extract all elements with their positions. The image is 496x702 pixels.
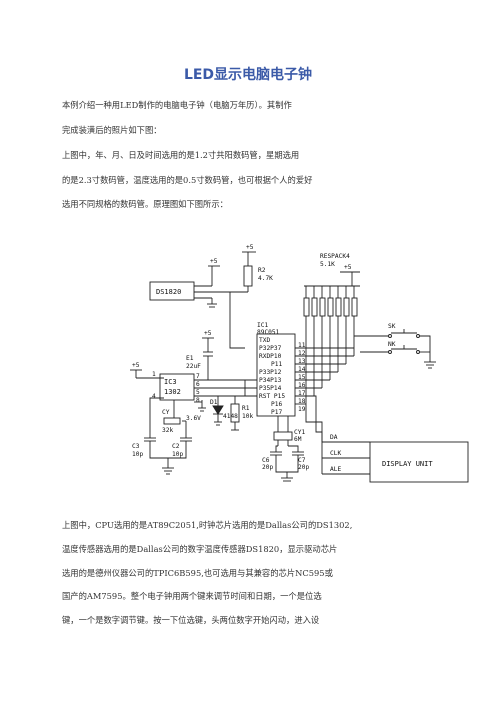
pin-number: 15 bbox=[298, 374, 306, 381]
pin-number: 18 bbox=[298, 398, 306, 405]
vcc-label: +5 bbox=[210, 258, 218, 265]
sk-label: SK bbox=[388, 323, 396, 330]
ic1-pin: RST P15 bbox=[259, 393, 285, 400]
ic1-pin: P33P12 bbox=[259, 369, 282, 376]
c7-label: C7 bbox=[298, 457, 306, 464]
c3-value: 10p bbox=[132, 451, 143, 458]
text-line: 温度传感器选用的是Dallas公司的数字温度传感器DS1820，显示驱动芯片 bbox=[62, 543, 338, 554]
crystal-32k bbox=[163, 417, 181, 425]
ds1820-box bbox=[149, 281, 195, 301]
schematic-svg: DS1820 +5 +5 R2 4.7K RESPACK4 5.1K +5 bbox=[130, 244, 469, 483]
ic3-chip bbox=[159, 373, 195, 401]
pin-number: 14 bbox=[298, 366, 306, 373]
pin-number: 19 bbox=[298, 406, 306, 413]
ic1-chip bbox=[256, 333, 296, 417]
text-line: 完成装潢后的照片如下图： bbox=[62, 124, 162, 135]
r2-value: 4.7K bbox=[258, 275, 273, 282]
ic3-pin: 5 bbox=[196, 389, 200, 396]
vcc-label-ic3: +5 bbox=[132, 362, 140, 369]
ic1-pin: P16 bbox=[271, 401, 282, 408]
ic1-pin: RXDP10 bbox=[259, 353, 282, 360]
text-line: 本例介绍一种用LED制作的电脑电子钟（电脑万年历）。其制作 bbox=[62, 100, 292, 110]
ic1-pin: P11 bbox=[271, 361, 282, 368]
c7-value: 20p bbox=[298, 464, 309, 471]
crystal-6m bbox=[273, 431, 293, 441]
ic1-part: 89C051 bbox=[257, 329, 280, 336]
respack-resistors bbox=[303, 286, 358, 404]
vcc-label-rp: +5 bbox=[344, 264, 352, 271]
ic1-pin: TXD bbox=[259, 337, 270, 344]
battery-label: 3.6V bbox=[186, 415, 201, 422]
d1-label: D1 bbox=[210, 399, 218, 406]
respack-value: 5.1K bbox=[320, 261, 335, 268]
c3-label: C3 bbox=[132, 443, 140, 450]
text-line: 上图中，年、月、日及时间选用的是1.2寸共阳数码管，星期选用 bbox=[62, 150, 300, 160]
pin-number: 12 bbox=[298, 350, 306, 357]
bottom-paragraph: 上图中，CPU选用的是AT89C2051,时钟芯片选用的是Dallas公司的DS… bbox=[62, 520, 442, 639]
pin-number: 16 bbox=[298, 382, 306, 389]
ic3-label: IC3 bbox=[164, 378, 177, 386]
ic1-pin: P34P13 bbox=[259, 377, 282, 384]
pin-number: 13 bbox=[298, 358, 306, 365]
intro-paragraph: 本例介绍一种用LED制作的电脑电子钟（电脑万年历）。其制作 完成装潢后的照片如下… bbox=[62, 100, 442, 135]
c6-value: 20p bbox=[262, 464, 273, 471]
display-unit-label: DISPLAY UNIT bbox=[382, 460, 433, 468]
text-line: 键，一个是数字调节键。按一下位选键，头两位数字开始闪动，进入设 bbox=[62, 615, 320, 626]
ic3-pin: 8 bbox=[196, 397, 200, 404]
ic1-pin: P32P37 bbox=[259, 345, 282, 352]
text-line: 选用不同规格的数码管。原理图如下图所示： bbox=[62, 199, 228, 209]
vcc-label-r2: +5 bbox=[246, 244, 254, 251]
pin-number: 11 bbox=[298, 342, 306, 349]
c2-label: C2 bbox=[172, 443, 180, 450]
text-line: 上图中，CPU选用的是AT89C2051,时钟芯片选用的是Dallas公司的DS… bbox=[62, 520, 353, 530]
ic1-pin: P35P14 bbox=[259, 385, 282, 392]
display-unit-box bbox=[369, 441, 469, 483]
page-title: LED显示电脑电子钟 bbox=[183, 67, 313, 83]
e1-value: 22uF bbox=[186, 363, 201, 370]
description-paragraph: 上图中，年、月、日及时间选用的是1.2寸共阳数码管，星期选用 的是2.3寸数码管… bbox=[62, 150, 442, 224]
ic3-part: 1302 bbox=[164, 388, 181, 396]
cy-value: 32k bbox=[162, 427, 173, 434]
pin-number: 17 bbox=[298, 390, 306, 397]
vcc-label-e1: +5 bbox=[204, 330, 212, 337]
text-line: 选用的是德州仪器公司的TPIC6B595,也可选用与其兼容的芯片NC595或 bbox=[62, 567, 333, 578]
r1-label: R1 bbox=[242, 405, 250, 412]
ale-label: ALE bbox=[330, 466, 341, 473]
ic3-pin: 1 bbox=[152, 371, 156, 378]
r2-resistor bbox=[243, 265, 253, 287]
ic3-pin: 4 bbox=[152, 393, 156, 400]
ic1-pin: P17 bbox=[271, 409, 282, 416]
ic1-label: IC1 bbox=[257, 322, 268, 329]
circuit-schematic: DS1820 +5 +5 R2 4.7K RESPACK4 5.1K +5 bbox=[90, 236, 490, 516]
cy-label: CY bbox=[162, 409, 170, 416]
r2-label: R2 bbox=[258, 267, 266, 274]
cy1-value: 6M bbox=[294, 436, 302, 443]
nk-label: NK bbox=[388, 341, 396, 348]
ds1820-label: DS1820 bbox=[156, 288, 181, 296]
e1-label: E1 bbox=[186, 355, 194, 362]
c6-label: C6 bbox=[262, 457, 270, 464]
text-line: 的是2.3寸数码管，温度选用的是0.5寸数码管，也可根据个人的爱好 bbox=[62, 174, 313, 185]
ic1-right-pins bbox=[295, 347, 354, 405]
respack-label: RESPACK4 bbox=[320, 253, 350, 260]
din-label: DA bbox=[330, 434, 338, 441]
cy1-label: CY1 bbox=[294, 429, 305, 436]
ic3-pin: 6 bbox=[196, 381, 200, 388]
text-line: 国产的AM7595。整个电子钟用两个键来调节时间和日期，一个是位选 bbox=[62, 591, 322, 602]
r1-value: 10k bbox=[242, 413, 253, 420]
clk-label: CLK bbox=[330, 450, 341, 457]
ic3-pin: 7 bbox=[196, 373, 200, 380]
c2-value: 10p bbox=[172, 451, 183, 458]
